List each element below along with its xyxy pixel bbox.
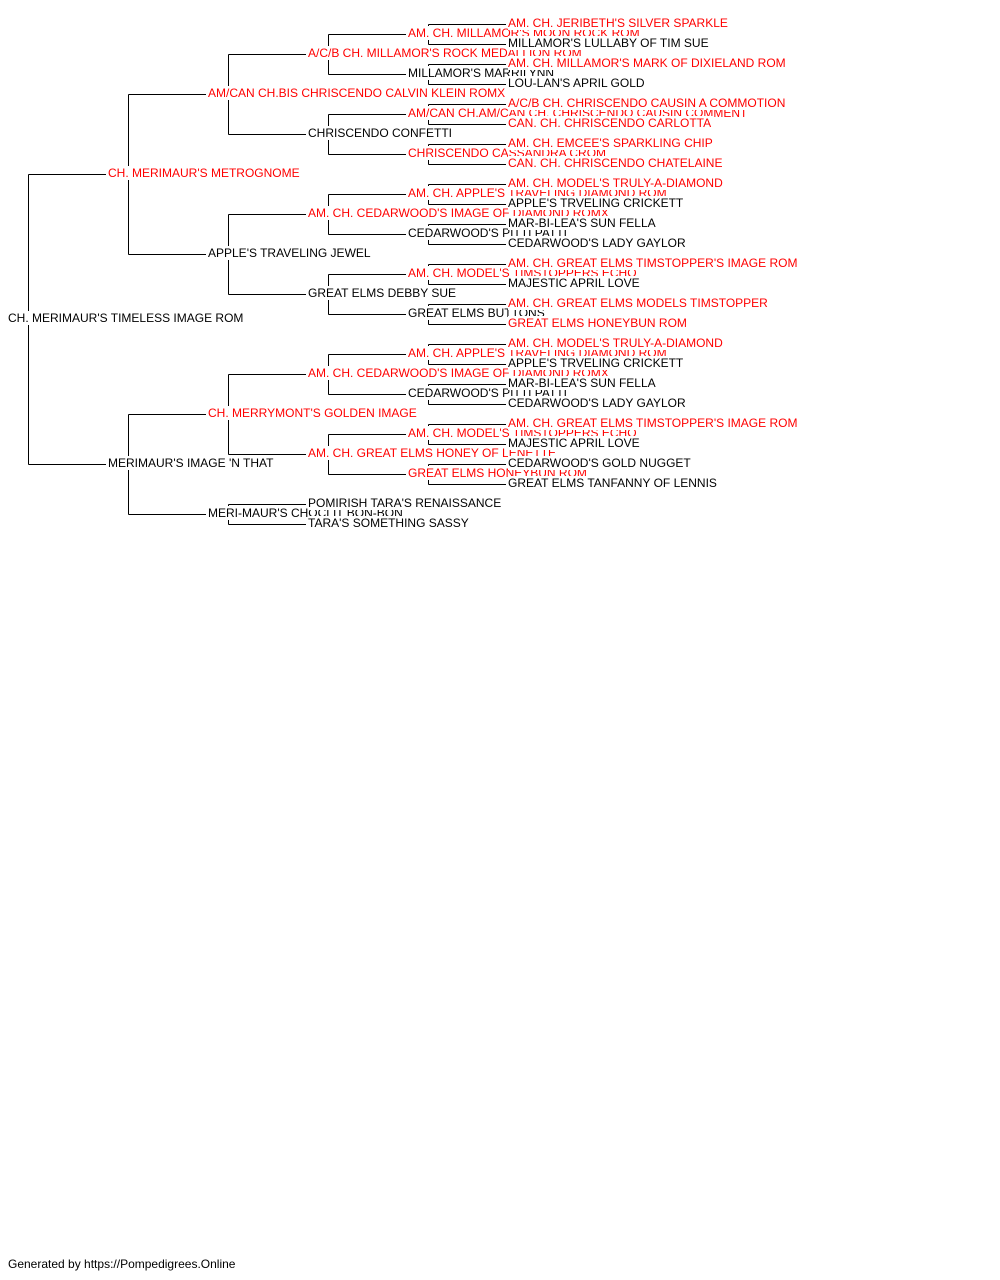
ancestor-name: CAN. CH. CHRISCENDO CARLOTTA [508, 116, 714, 130]
ancestor-name: POMIRISH TARA'S RENAISSANCE [308, 496, 504, 510]
ancestor-name: CEDARWOOD'S LADY GAYLOR [508, 236, 688, 250]
ancestor-name: MILLAMOR'S LULLABY OF TIM SUE [508, 36, 711, 50]
ancestor-name: GREAT ELMS TANFANNY OF LENNIS [508, 476, 719, 490]
ancestor-name: AM. CH. GREAT ELMS TIMSTOPPER'S IMAGE RO… [508, 256, 800, 270]
ancestor-name: APPLE'S TRAVELING JEWEL [208, 246, 373, 260]
ancestor-name: GREAT ELMS HONEYBUN ROM [508, 316, 689, 330]
footer-credit: Generated by https://Pompedigrees.Online [8, 1257, 236, 1271]
ancestor-name: AM. CH. MODEL'S TRULY-A-DIAMOND [508, 336, 725, 350]
ancestor-name: A/C/B CH. CHRISCENDO CAUSIN A COMMOTION [508, 96, 788, 110]
ancestor-name: GREAT ELMS DEBBY SUE [308, 286, 459, 300]
ancestor-name: MERIMAUR'S IMAGE 'N THAT [108, 456, 276, 470]
ancestor-name: CH. MERRYMONT'S GOLDEN IMAGE [208, 406, 419, 420]
ancestor-name: CHRISCENDO CONFETTI [308, 126, 454, 140]
ancestor-name: AM. CH. JERIBETH'S SILVER SPARKLE [508, 16, 730, 30]
ancestor-name: AM. CH. GREAT ELMS TIMSTOPPER'S IMAGE RO… [508, 416, 800, 430]
ancestor-name: MAJESTIC APRIL LOVE [508, 436, 642, 450]
ancestor-name: APPLE'S TRVELING CRICKETT [508, 196, 686, 210]
ancestor-name: AM. CH. MODEL'S TRULY-A-DIAMOND [508, 176, 725, 190]
ancestor-name: AM. CH. GREAT ELMS HONEY OF LENETTE [308, 446, 559, 460]
ancestor-name: MAR-BI-LEA'S SUN FELLA [508, 216, 658, 230]
ancestor-name: CH. MERIMAUR'S METROGNOME [108, 166, 302, 180]
ancestor-name: AM. CH. MILLAMOR'S MARK OF DIXIELAND ROM [508, 56, 788, 70]
ancestor-name: AM. CH. EMCEE'S SPARKLING CHIP [508, 136, 715, 150]
subject-dog-name: CH. MERIMAUR'S TIMELESS IMAGE ROM [8, 311, 246, 325]
ancestor-name: LOU-LAN'S APRIL GOLD [508, 76, 647, 90]
ancestor-name: CAN. CH. CHRISCENDO CHATELAINE [508, 156, 725, 170]
ancestor-name: APPLE'S TRVELING CRICKETT [508, 356, 686, 370]
ancestor-name: AM/CAN CH.BIS CHRISCENDO CALVIN KLEIN RO… [208, 86, 508, 100]
ancestor-name: CEDARWOOD'S LADY GAYLOR [508, 396, 688, 410]
ancestor-name: CEDARWOOD'S GOLD NUGGET [508, 456, 693, 470]
ancestor-name: AM. CH. GREAT ELMS MODELS TIMSTOPPER [508, 296, 770, 310]
ancestor-name: MAJESTIC APRIL LOVE [508, 276, 642, 290]
ancestor-name: MAR-BI-LEA'S SUN FELLA [508, 376, 658, 390]
ancestor-name: TARA'S SOMETHING SASSY [308, 516, 471, 530]
